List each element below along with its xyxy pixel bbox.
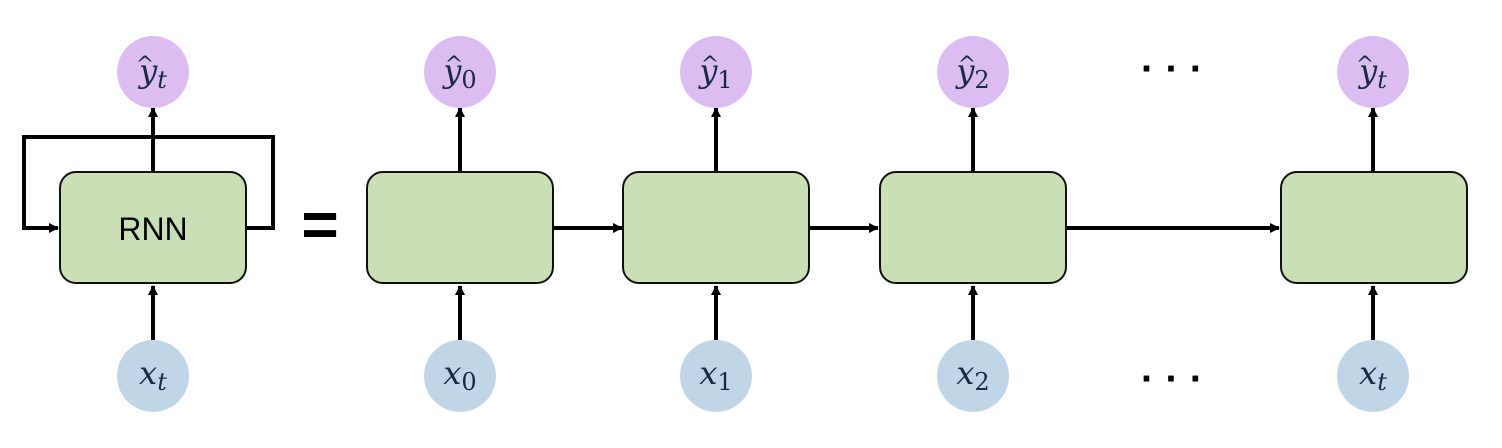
time-step-1: y1 ^ x1 [622,36,810,412]
input-node-label: xt [139,354,167,396]
input-node [424,340,496,412]
equals-sign: = [301,188,338,260]
rnn-cell [622,171,810,284]
output-hat: ^ [1356,53,1374,78]
rnn-cell [879,171,1067,284]
rnn-cell [1280,171,1468,284]
input-node-x-t [117,340,189,412]
output-node [1337,36,1409,108]
rnn-cell [59,171,247,284]
input-node [680,340,752,412]
input-node-label: xt [1359,354,1387,396]
time-step-t: yt ^ xt [1280,36,1468,412]
input-node-label: x0 [443,354,476,396]
input-node-label: x1 [699,354,732,396]
recurrent-loop-arrow [22,135,275,233]
input-node [937,340,1009,412]
output-node-label: y2 [954,52,989,94]
output-node-label: yt [1357,52,1387,94]
time-step-2: y2 ^ x2 [879,36,1067,412]
time-step-0: y0 ^ x0 [366,36,554,412]
output-node [680,36,752,108]
rnn-cell-label: RNN [118,211,187,247]
output-node [937,36,1009,108]
output-hat: ^ [701,53,719,78]
output-node-label: yt [137,52,167,94]
input-node-label: x2 [956,354,989,396]
output-node-yhat-t [117,36,189,108]
input-node [1337,340,1409,412]
output-hat: ^ [445,53,463,78]
ellipsis-bottom: · · · [1141,357,1203,401]
ellipsis-top: · · · [1141,47,1203,91]
rnn-cell [366,171,554,284]
output-hat: ^ [136,53,154,78]
output-node-label: y0 [441,52,476,94]
output-node-label: y1 [697,52,732,94]
unrolled-rnn: y0 ^ x0 y1 ^ x1 [366,36,1468,412]
output-node [424,36,496,108]
folded-rnn: RNN yt ^ xt [22,36,275,412]
output-hat: ^ [958,53,976,78]
